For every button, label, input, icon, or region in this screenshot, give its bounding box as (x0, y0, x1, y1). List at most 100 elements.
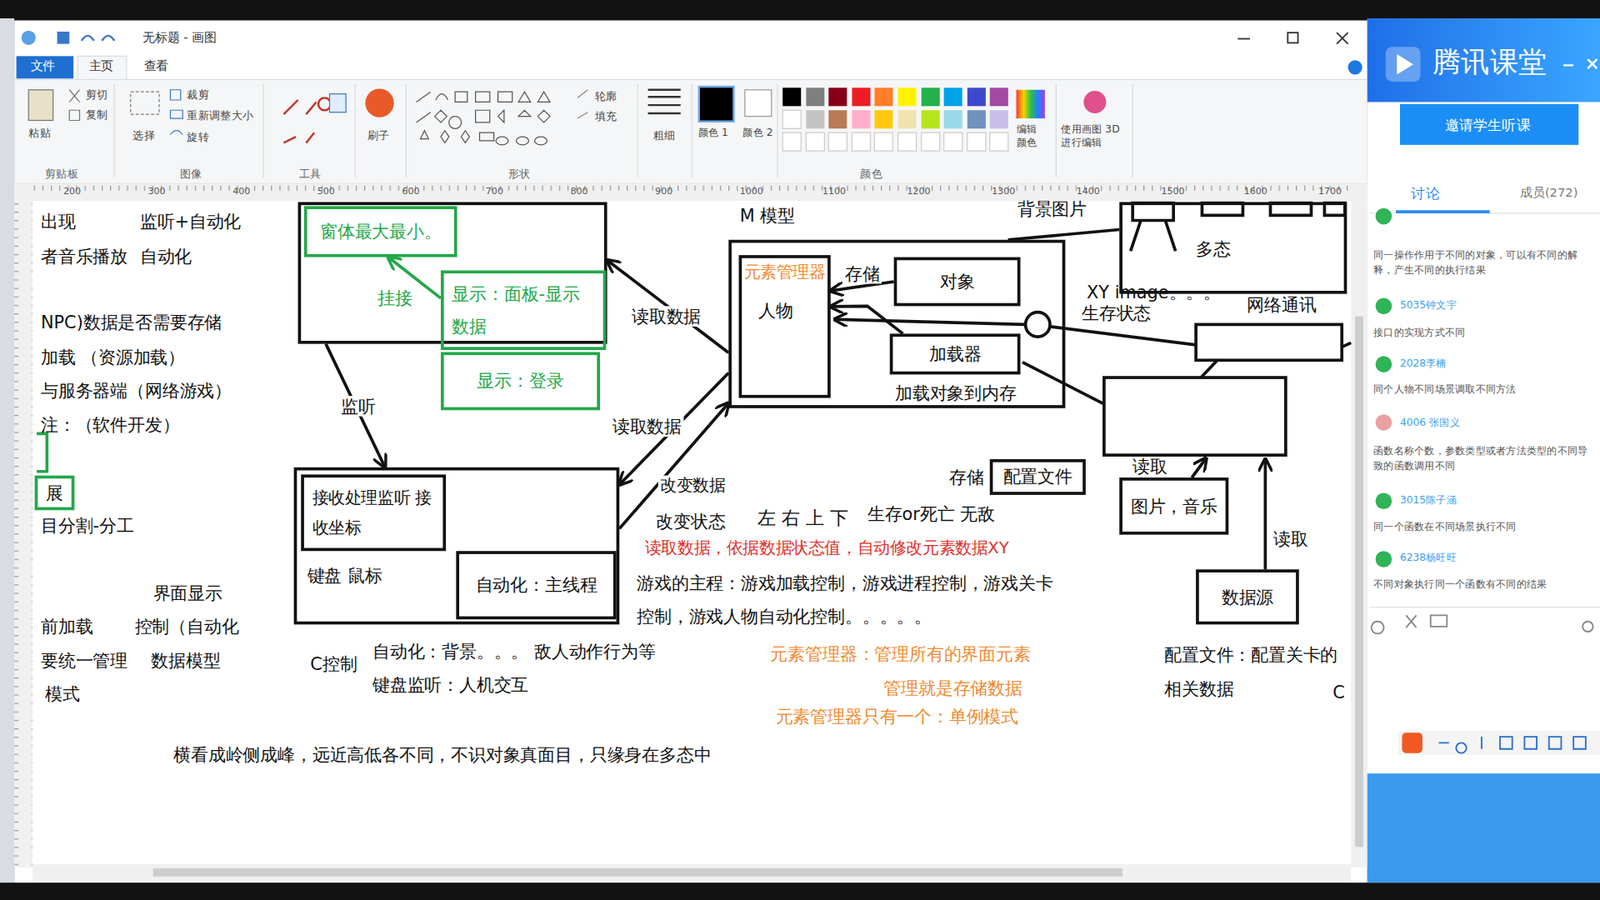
note-text: 者音乐播放 (40, 245, 128, 267)
tool-icons (283, 98, 330, 144)
color-swatch (967, 110, 986, 129)
edge-label: 存储 (842, 263, 882, 285)
ruler-number: 800 (570, 185, 588, 197)
note-text: 元素管理器：管理所有的界面元素 (770, 644, 1030, 665)
ribbon-label: 无标题 - 画图 (142, 30, 216, 46)
app-icon (21, 30, 36, 45)
ime-logo (1401, 732, 1422, 753)
note-text: 加载 （资源加载） (40, 346, 185, 368)
note-text: 元素管理器只有一个：单例模式 (775, 705, 1019, 727)
h-ruler (14, 183, 1368, 201)
color-swatch (874, 110, 893, 129)
home-tab (77, 55, 127, 80)
read-arrow (1264, 459, 1268, 570)
ruler-number: 300 (148, 185, 166, 197)
edge-label: 读取数据 (630, 305, 704, 327)
ruler-number: 1200 (907, 185, 931, 197)
invite-button (1400, 104, 1579, 145)
note-text: 生存or死亡 无敌 (867, 504, 995, 525)
ribbon-label: 使用画图 3D 进行编辑 (1060, 122, 1133, 150)
note-text: C控制 (310, 654, 357, 675)
entity-box: 对象 (894, 257, 1021, 307)
node-text: 加载器 (929, 343, 981, 365)
ribbon-label: 剪贴板 (45, 167, 79, 181)
ribbon-label: 选择 (132, 128, 155, 142)
chat-toolbar (1371, 615, 1594, 634)
port-circle (1025, 312, 1050, 337)
note-text: 生存状态 (1081, 303, 1151, 325)
clip-icons (69, 90, 80, 121)
note-text: 读取 (1273, 528, 1309, 550)
chat-text: 函数名称个数，参数类型或者方法类型的不同导致的函数调用不同 (1373, 442, 1596, 474)
node-text: 对象 (940, 270, 975, 292)
ribbon-label: 图像 (180, 167, 203, 181)
chat-text: 同个人物不同场景调取不同方法 (1373, 383, 1516, 396)
v-scrollbar (1350, 200, 1368, 868)
close-glyph (1336, 32, 1348, 44)
color-swatch (828, 110, 847, 129)
ruler-number: 700 (485, 185, 504, 197)
node-text: 人物 (758, 299, 794, 323)
select-icon (130, 91, 160, 115)
node-text: 配置文件 (1003, 466, 1073, 488)
color2-box (745, 90, 772, 117)
chat-avatar (1375, 414, 1393, 431)
ribbon-label: 旋转 (186, 130, 210, 145)
note-text: 左 右 上 下 (757, 507, 849, 530)
color-swatch (898, 110, 917, 129)
chat-avatar (1375, 355, 1393, 373)
controller-box: 键盘 鼠标接收处理监听 接收坐标自动化：主线程 (294, 467, 620, 625)
group-separators (114, 83, 1133, 178)
ruler-number: 1600 (1244, 185, 1268, 197)
wire-line (1341, 342, 1351, 347)
text-tool (330, 94, 347, 113)
outline-fill-icons (577, 90, 588, 119)
note-box: 展 (35, 475, 75, 511)
ribbon-label: 剪切 (85, 87, 109, 101)
ruler-number: 900 (655, 185, 673, 197)
polymorph-sketch (1130, 203, 1345, 252)
note-text: 读取 (1132, 455, 1168, 477)
h-scroll-thumb (153, 868, 1123, 877)
ribbon-label: 查看 (144, 59, 169, 75)
edge-label: 改变数据 (658, 475, 728, 495)
connector (325, 344, 385, 468)
color-swatch (805, 87, 825, 106)
chat-text: 同一操作作用于不同的对象，可以有不同的解释，产生不同的执行结果 (1373, 246, 1593, 278)
chat-text: 3015陈子涵 (1400, 494, 1457, 507)
paint3d-icon (1083, 90, 1106, 114)
chat-text: 2028李楠 (1400, 357, 1447, 370)
color-swatch (921, 87, 940, 106)
model-box: M 模型元素管理器人物对象加载器加载对象到内存 (728, 240, 1065, 409)
minimize-glyph (1237, 38, 1250, 40)
green-bracket (36, 433, 47, 471)
ruler-number: 1700 (1318, 185, 1342, 197)
ruler-number: 400 (232, 185, 250, 197)
chat-text: 讨论 (1410, 185, 1440, 203)
color-swatch (944, 87, 963, 106)
color-swatch (782, 110, 801, 129)
color-swatch (898, 87, 917, 106)
size-icon (648, 90, 681, 114)
process-box: 自动化：主线程 (455, 550, 616, 620)
chat-text: 接口的实现方式不同 (1373, 326, 1465, 340)
input-divider (1369, 606, 1600, 608)
save-icon (57, 31, 70, 45)
note-text: 要统一管理 (40, 650, 128, 671)
empty-box (1104, 377, 1286, 455)
note-text: 管理就是存储数据 (883, 677, 1023, 699)
connector (1008, 230, 1120, 240)
entity-box: 元素管理器人物 (739, 255, 831, 398)
ribbon-label: 粘贴 (28, 126, 51, 140)
edge-label: 监听 (339, 395, 379, 417)
file-tab (16, 55, 75, 79)
chat-avatar (1375, 550, 1393, 568)
empty-swatches (782, 132, 1009, 151)
view-box: 显示：面板-显示数据 (440, 270, 606, 350)
note-text: XY image。。。 (1086, 281, 1221, 303)
chat-text: 成员(272) (1520, 185, 1578, 201)
ruler-number: 1400 (1076, 185, 1100, 197)
note-text: 目分割-分工 (40, 515, 135, 536)
image-icons (170, 90, 183, 135)
